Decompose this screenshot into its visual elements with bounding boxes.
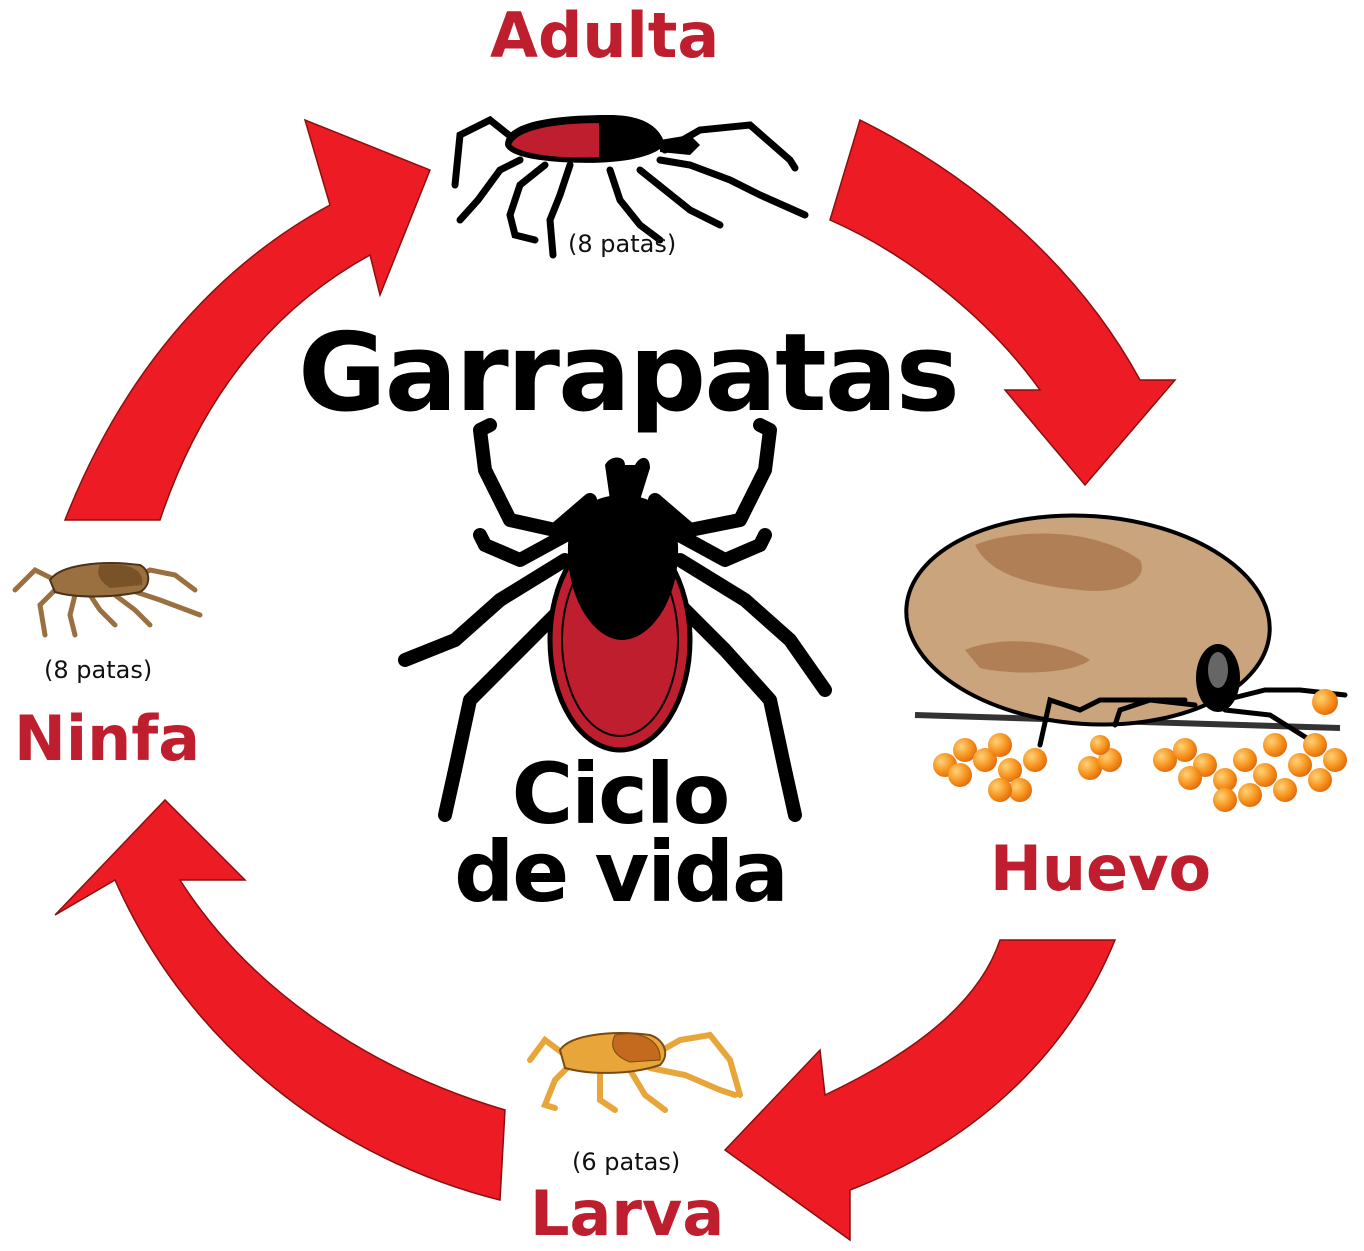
egg-laying-tick-icon — [904, 513, 1348, 812]
cycle-arrows — [54, 118, 1177, 1242]
diagram-subtitle-line2: de vida — [454, 823, 789, 921]
legs-label-adult: (8 patas) — [568, 230, 677, 258]
stage-label-nymph: Ninfa — [14, 702, 201, 775]
stage-label-egg: Huevo — [990, 832, 1212, 905]
adult-tick-icon — [451, 115, 809, 259]
nymph-tick-icon — [12, 562, 203, 638]
arrow-larva-to-nymph — [54, 798, 506, 1201]
arrow-adult-to-egg — [829, 118, 1177, 487]
stage-label-larva: Larva — [530, 1177, 725, 1250]
egg-cluster — [933, 689, 1347, 812]
legs-label-larva: (6 patas) — [572, 1148, 681, 1176]
diagram-title: Garrapatas — [298, 311, 960, 436]
arrow-egg-to-larva — [723, 939, 1117, 1242]
legs-label-nymph: (8 patas) — [44, 656, 153, 684]
central-tick-icon — [398, 418, 832, 822]
stage-label-adult: Adulta — [490, 0, 720, 72]
arrow-nymph-to-adult — [63, 118, 431, 521]
larva-tick-icon — [527, 1031, 743, 1113]
diagram-subtitle-line1: Ciclo — [511, 745, 731, 843]
